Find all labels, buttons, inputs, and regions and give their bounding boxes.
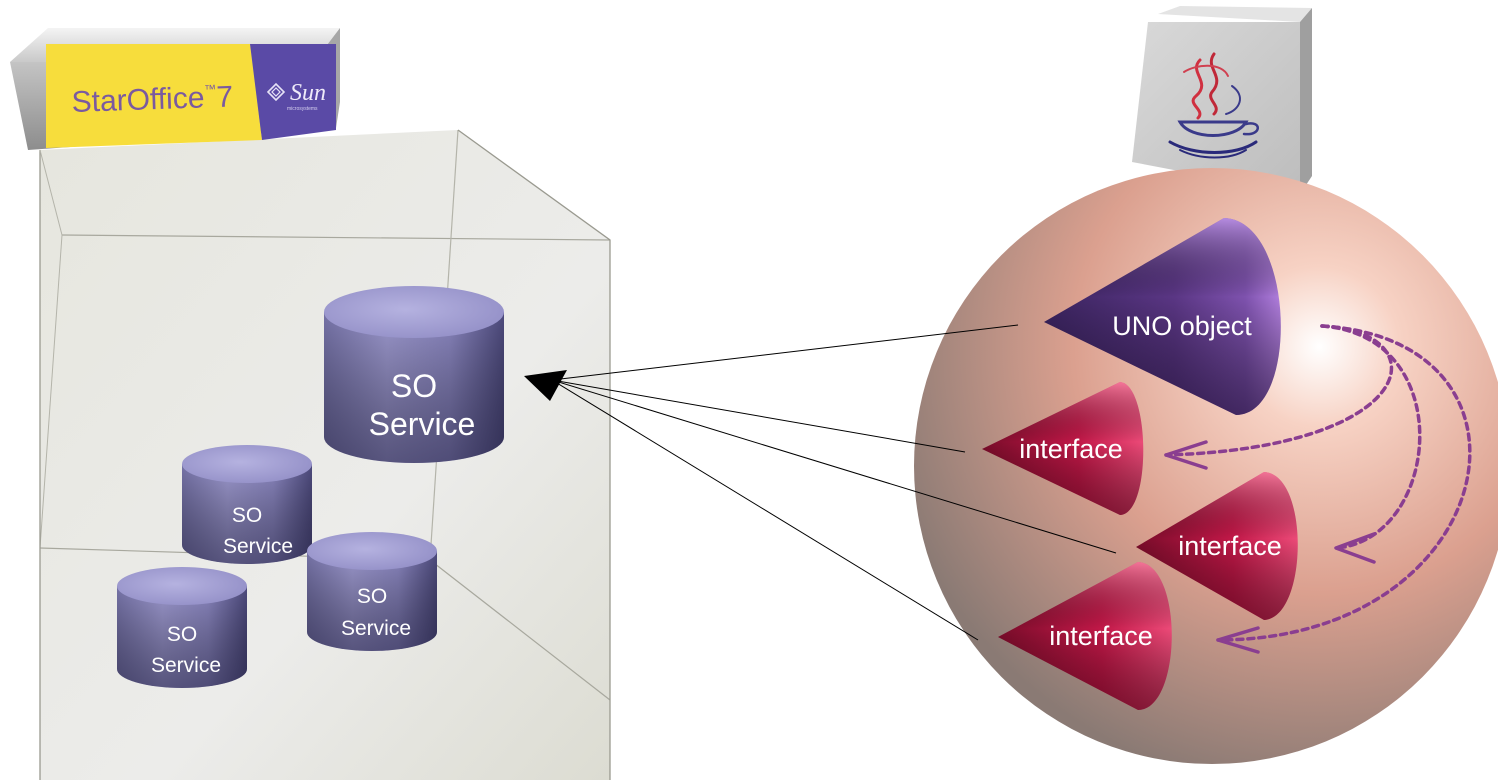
so-service-big-line2: Service	[369, 406, 476, 442]
java-coffee-cup-icon	[1168, 52, 1259, 159]
uno-object-cone: UNO object	[1044, 218, 1281, 415]
interface-1-label: interface	[1019, 434, 1123, 464]
interface-3-label: interface	[1049, 621, 1153, 651]
so-service-small-3-line2: Service	[151, 654, 221, 677]
so-service-small-3-line1: SO	[167, 623, 197, 646]
sun-logo-subtext: microsystems	[287, 106, 318, 112]
so-service-cylinder-small-3: SO Service	[117, 567, 247, 688]
staroffice-logo-box: StarOffice™7 Sun microsystems	[10, 28, 340, 150]
so-service-cylinder-big: SO Service	[324, 286, 504, 463]
so-service-small-2-line1: SO	[357, 585, 387, 608]
so-service-cylinder-small-2: SO Service	[307, 532, 437, 651]
so-service-big-line1: SO	[391, 368, 437, 404]
so-service-small-1-line2: Service	[223, 535, 293, 558]
uno-object-label: UNO object	[1112, 311, 1252, 341]
so-service-small-1-line1: SO	[232, 504, 262, 527]
so-service-cylinder-small-1: SO Service	[182, 445, 312, 564]
staroffice-cube	[39, 129, 611, 780]
java-logo-box	[1132, 6, 1312, 194]
interface-2-label: interface	[1178, 531, 1282, 561]
sun-logo-icon	[266, 82, 286, 102]
interface-cone-1: interface	[982, 382, 1144, 515]
interface-cone-2: interface	[1136, 472, 1298, 620]
so-service-small-2-line2: Service	[341, 617, 411, 640]
arrowhead-icon	[524, 370, 567, 401]
interface-cone-3: interface	[998, 562, 1172, 710]
dashed-arrowheads	[1164, 440, 1376, 654]
connector-lines	[551, 324, 1117, 641]
sun-logo-text: Sun	[290, 80, 326, 106]
staroffice-brand-text: StarOffice™7	[71, 80, 234, 119]
